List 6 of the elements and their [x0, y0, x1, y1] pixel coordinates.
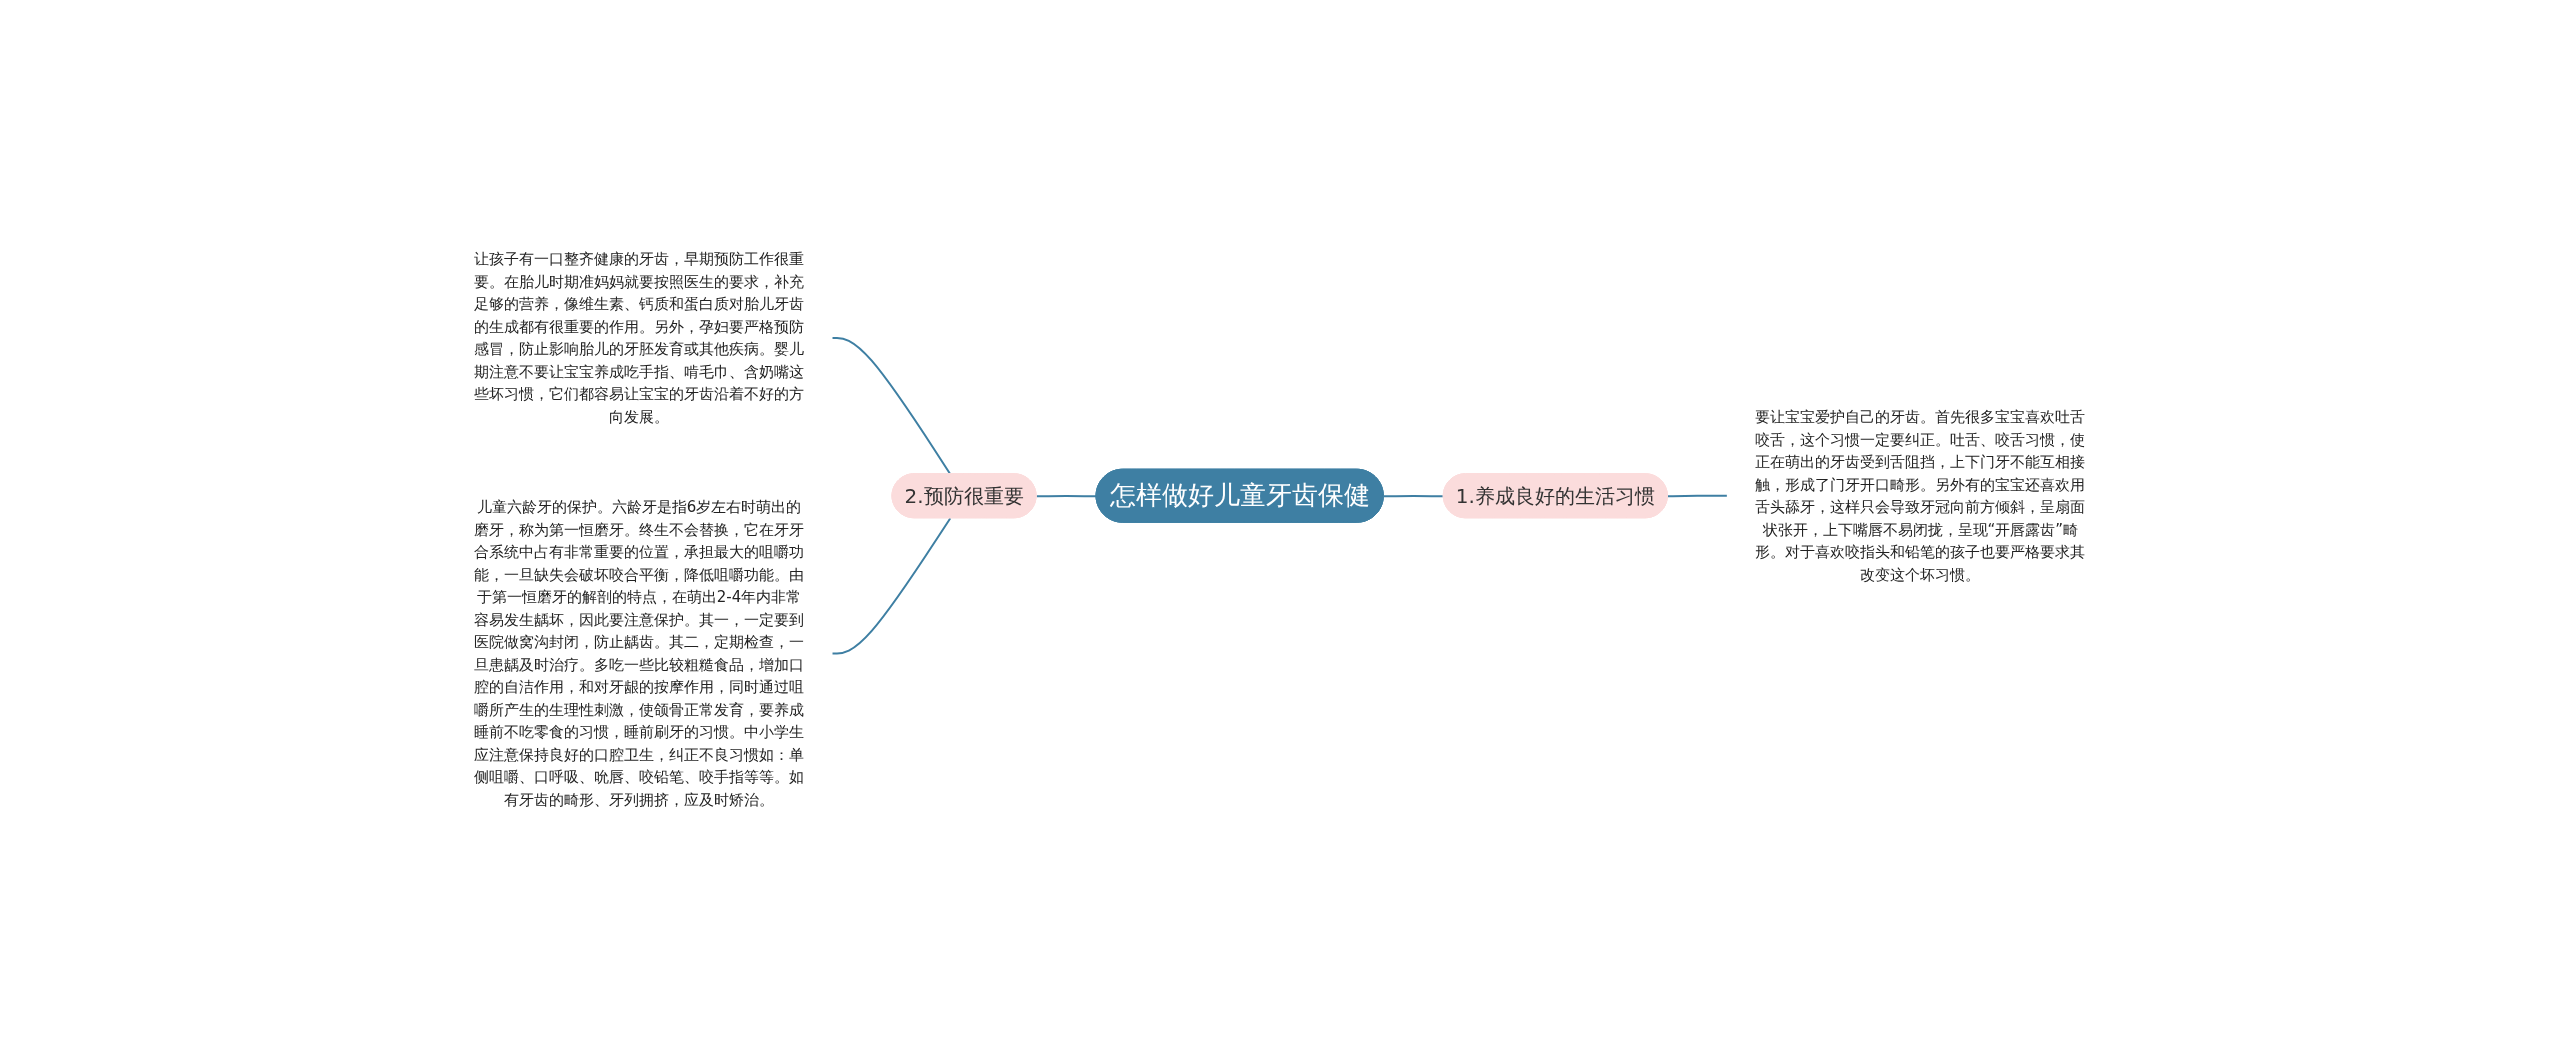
node-text: 儿童六龄牙的保护。六龄牙是指6岁左右时萌出的磨牙，称为第一恒磨牙。终生不会替换，它在牙牙合系统中占有非常重要的位置，承担最大的咀嚼功能，一旦缺失会破坏咬合平衡，降低咀嚼功能。由于第一恒磨牙的解剖的特点，在萌出2-4年内非常容易发生龋坏，因此要注意保护。其一，一定要到医院做窝沟封闭，防止龋齿。其二，定期检查，一旦患龋及时治疗。多吃一些比较粗糙食品，增加口腔的自洁作用，和对牙龈的按摩作用，同时通过咀嚼所产生的生理性刺激，使颌骨正常发育，要养成睡前不吃零食的习惯，睡前刷牙的习惯。中小学生应注意保持良好的口腔卫生，纠正不良习惯如：单侧咀嚼、口呼吸、吮唇、咬铅笔、咬手指等等。如有牙齿的畸形、牙列拥挤，应及时矫治。	[474, 497, 805, 809]
connector	[1035, 494, 1098, 498]
node-text: 让孩子有一口整齐健康的牙齿，早期预防工作很重要。在胎儿时期准妈妈就要按照医生的要求，补充足够的营养，像维生素、钙质和蛋白质对胎儿牙齿的生成都有很重要的作用。另外，孕妇要严格预防感冒，防止影响胎儿的牙胚发育或其他疾病。婴儿期注意不要让宝宝养成吃手指、啃毛巾、含奶嘴这些坏习惯，它们都容易让宝宝的牙齿沿着不好的方向发展。	[474, 250, 805, 426]
connector	[831, 517, 952, 655]
connector	[1667, 494, 1729, 498]
node-text: 要让宝宝爱护自己的牙齿。首先很多宝宝喜欢吐舌咬舌，这个习惯一定要纠正。吐舌、咬舌习惯，使正在萌出的牙齿受到舌阻挡，上下门牙不能互相接触，形成了门牙开口畸形。另外有的宝宝还喜欢用舌头舔牙，这样只会导致牙冠向前方倾斜，呈扇面状张开，上下嘴唇不易闭拢，呈现“开唇露齿”畸形。对于喜欢咬指头和铅笔的孩子也要严格要求其改变这个坏习惯。	[1755, 407, 2086, 584]
